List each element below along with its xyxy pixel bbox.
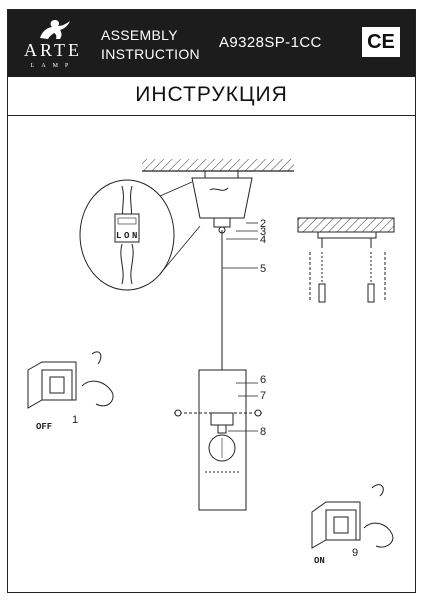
bulb-icon — [208, 424, 236, 462]
switch-off-label: OFF — [36, 422, 52, 432]
griffin-icon — [40, 20, 70, 39]
canopy — [191, 171, 253, 234]
brand-name: ARTE — [24, 40, 82, 60]
screw-left-icon — [174, 409, 182, 417]
header-bar — [7, 9, 416, 77]
callout-4: 4 — [260, 234, 266, 246]
model-number: A9328SP-1CC — [219, 34, 322, 51]
ceiling — [142, 159, 294, 172]
ce-mark: CE — [362, 27, 400, 57]
callout-6: 6 — [260, 374, 266, 386]
callout-3: 3 — [260, 226, 266, 238]
page-frame — [7, 9, 416, 593]
terminal-n: N — [132, 231, 137, 241]
title-divider — [7, 115, 416, 116]
callout-5: 5 — [260, 263, 266, 275]
wall-switch-off: OFF 1 — [27, 351, 114, 432]
callout-leaders — [222, 222, 258, 432]
assembly-instruction-label: ASSEMBLY INSTRUCTION — [101, 26, 200, 64]
brand-subtitle: LAMP — [30, 63, 76, 69]
assembly-line-1: ASSEMBLY — [101, 27, 178, 43]
assembly-line-2: INSTRUCTION — [101, 46, 200, 62]
step-1: 1 — [72, 414, 78, 426]
terminal-o: O — [124, 231, 130, 241]
switch-on-label: ON — [314, 556, 325, 566]
brand-logo: ARTE LAMP — [18, 18, 88, 72]
screw-right-icon — [254, 409, 262, 417]
terminal-l: L — [116, 231, 121, 241]
page-title: ИНСТРУКЦИЯ — [135, 83, 288, 106]
lamp-socket — [210, 412, 234, 426]
callout-2: 2 — [260, 218, 266, 230]
callout-7: 7 — [260, 390, 266, 402]
mounting-bracket-detail — [297, 217, 395, 303]
step-9: 9 — [352, 547, 358, 559]
wall-switch-on: ON 9 — [311, 484, 394, 566]
callout-8: 8 — [260, 426, 266, 438]
terminal-detail: L O N — [79, 179, 201, 291]
